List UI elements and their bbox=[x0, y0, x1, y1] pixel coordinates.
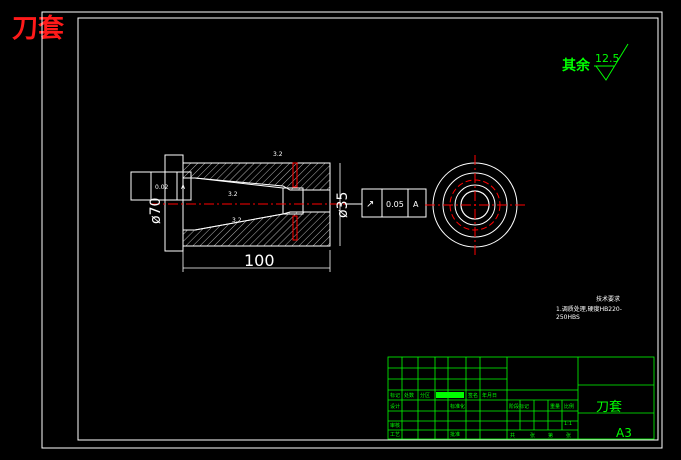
drawing-title: 刀套 bbox=[12, 14, 65, 44]
outer-border bbox=[41, 11, 663, 449]
svg-text:处数: 处数 bbox=[404, 392, 414, 399]
svg-text:设计: 设计 bbox=[390, 403, 400, 410]
svg-text:批准: 批准 bbox=[450, 431, 460, 438]
runout-value: 0.05 bbox=[386, 200, 404, 209]
length-dimension: 100 bbox=[244, 251, 275, 270]
roughness-note-2: 3.2 bbox=[228, 191, 238, 198]
svg-text:年月日: 年月日 bbox=[482, 392, 497, 399]
svg-text:工艺: 工艺 bbox=[390, 432, 400, 438]
tech-heading: 技术要求 bbox=[596, 295, 620, 303]
svg-text:阶段标记: 阶段标记 bbox=[509, 403, 529, 410]
bore-step bbox=[282, 187, 304, 215]
runout-frame: ↗ 0.05 A bbox=[345, 188, 427, 218]
svg-text:张: 张 bbox=[530, 432, 535, 439]
title-block bbox=[387, 356, 655, 440]
sheet-size: A3 bbox=[616, 426, 632, 440]
svg-text:第: 第 bbox=[548, 432, 553, 439]
section-view: 0.02 A ø70 ø35 3.2 3.2 3.2 100 bbox=[130, 151, 351, 272]
roughness-note-1: 3.2 bbox=[273, 151, 283, 158]
flatness-value: 0.02 bbox=[155, 184, 169, 191]
upper-hatch bbox=[182, 162, 331, 191]
roughness-symbol: 其余 12.5 bbox=[562, 43, 629, 81]
svg-text:审核: 审核 bbox=[390, 422, 400, 429]
lower-hatch bbox=[182, 211, 331, 247]
inner-border bbox=[77, 17, 659, 441]
svg-text:标记: 标记 bbox=[390, 392, 400, 399]
slot-lower bbox=[292, 215, 298, 241]
slot-upper bbox=[292, 162, 298, 188]
svg-text:重量: 重量 bbox=[550, 403, 560, 410]
left-diameter: ø70 bbox=[148, 198, 164, 224]
roughness-note-3: 3.2 bbox=[232, 217, 242, 224]
title-block-text: 标记 处数 分区 签名 年月日 设计 标准化 审核 工艺 批准 阶段标记 重量 … bbox=[390, 392, 632, 440]
end-view bbox=[425, 155, 525, 255]
datum-letter: A bbox=[181, 184, 186, 191]
svg-text:共: 共 bbox=[510, 432, 515, 439]
scale-value: 1:1 bbox=[564, 421, 572, 427]
flatness-frame bbox=[130, 171, 192, 201]
svg-text:比例: 比例 bbox=[564, 403, 574, 410]
right-diameter: ø35 bbox=[335, 192, 351, 218]
roughness-value: 12.5 bbox=[595, 52, 620, 65]
svg-text:分区: 分区 bbox=[420, 392, 430, 399]
part-name: 刀套 bbox=[596, 399, 622, 415]
tech-notes: 技术要求 1.调质处理,硬度HB220- 250HBS bbox=[556, 295, 622, 321]
flange-outline bbox=[164, 154, 184, 252]
svg-text:签名: 签名 bbox=[468, 392, 478, 399]
tech-line-2: 250HBS bbox=[556, 314, 580, 321]
svg-text:张: 张 bbox=[566, 432, 571, 439]
tech-line-1: 1.调质处理,硬度HB220- bbox=[556, 305, 622, 313]
roughness-prefix: 其余 bbox=[562, 57, 591, 74]
runout-datum: A bbox=[413, 200, 419, 209]
runout-symbol: ↗ bbox=[366, 199, 374, 210]
svg-text:标准化: 标准化 bbox=[450, 403, 465, 410]
